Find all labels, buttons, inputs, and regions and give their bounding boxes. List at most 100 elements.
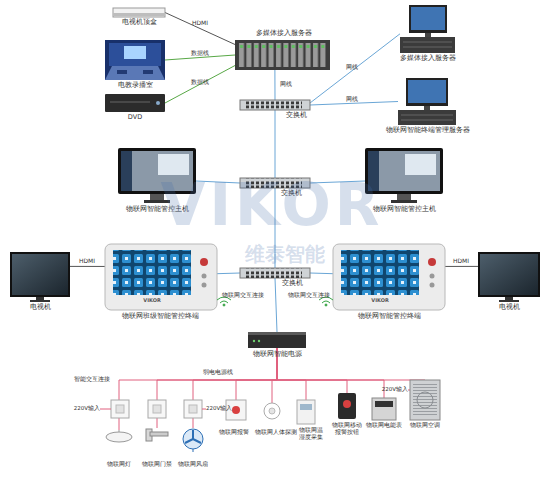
device-caption: 交换机 — [286, 112, 307, 119]
wifi-symbol — [319, 297, 333, 306]
wifi-symbol-part — [220, 301, 228, 303]
power-input-label: 220V输入 — [206, 406, 232, 412]
device-caption: 多媒体接入服务器 — [400, 55, 456, 62]
control-monitor-part — [121, 151, 193, 191]
device-node: 电视机 — [478, 252, 540, 300]
device-caption: 物联网报警 — [219, 429, 249, 436]
set-top-box-part — [113, 8, 165, 17]
power-input-label: 220V输入 — [74, 406, 100, 412]
device-node: 多媒体接入服务器 — [400, 5, 455, 53]
smart-power-unit-part — [253, 340, 255, 342]
cable-line — [165, 13, 235, 45]
control-monitor-part — [121, 151, 132, 191]
door-lock — [146, 429, 168, 441]
cable-line — [217, 273, 240, 275]
device-node: 物联网移动报警按钮 — [337, 393, 357, 419]
alarm-button-part — [343, 400, 351, 408]
motion-sensor-part — [269, 408, 275, 414]
temperature-sensor-part — [297, 400, 315, 424]
classroom-terminal-part — [105, 244, 217, 310]
smart-power-unit — [248, 332, 306, 348]
cable-label: HDMI — [192, 20, 208, 26]
device-caption: 物联网智能管控终端 — [358, 313, 421, 320]
classroom-terminal-part — [430, 283, 435, 288]
device-node: 物联网温湿度采集 — [296, 400, 316, 424]
network-switch-part — [240, 268, 310, 278]
device-caption: 物联网人体探测 — [255, 429, 297, 436]
classroom-terminal-part — [341, 250, 419, 295]
cable-line — [445, 266, 478, 267]
wire-label: 智能交互连接 — [74, 376, 110, 382]
wireless-label: 物联网交互连接 — [222, 292, 264, 298]
device-node: 物联网灯 — [105, 430, 133, 444]
wifi-symbol-part — [319, 297, 333, 300]
watermark: VIKOR — [161, 176, 384, 234]
device-node: 物联网智能管控主机 — [365, 148, 443, 203]
classroom-terminal-part — [202, 283, 207, 288]
television-part — [36, 297, 44, 300]
cable-line — [275, 278, 277, 332]
classroom-terminal-part — [333, 244, 445, 310]
device-node: 交换机 — [240, 100, 310, 110]
fan-part — [193, 449, 194, 452]
smart-power-unit-part — [248, 332, 306, 348]
device-caption: 交换机 — [281, 190, 302, 197]
fan-part — [183, 429, 203, 449]
television-part — [505, 297, 513, 300]
server-computer — [398, 78, 456, 125]
control-monitor-part — [368, 151, 440, 191]
control-monitor-part — [144, 200, 170, 203]
cable-line — [165, 55, 235, 60]
cable-label: HDMI — [79, 258, 95, 264]
television-part — [499, 300, 519, 302]
ceiling-light — [106, 430, 132, 442]
fan-part — [185, 430, 201, 443]
recording-room-photo-part — [124, 46, 146, 59]
device-caption: 物联网风扇 — [178, 461, 208, 468]
server-computer — [400, 5, 455, 53]
power-input-wire — [100, 390, 412, 409]
energy-meter — [372, 398, 396, 420]
network-switch-part — [240, 178, 310, 188]
server-computer-part — [403, 42, 452, 43]
rack-server-part — [235, 40, 330, 70]
network-switch-part — [246, 100, 302, 110]
motion-sensor-part — [264, 403, 280, 419]
power-input-wire-part — [100, 409, 111, 410]
ceiling-light-part — [106, 432, 132, 442]
control-monitor — [118, 148, 196, 203]
wall-switch-plate-part — [148, 400, 166, 418]
device-node: 电教录播室 — [105, 40, 165, 80]
classroom-terminal-part — [113, 250, 191, 295]
device-caption: 物联网智能管控主机 — [126, 206, 189, 213]
alarm-plate — [226, 400, 246, 420]
device-node: 物联网风扇 — [180, 428, 206, 452]
control-monitor-part — [368, 151, 379, 191]
classroom-terminal — [105, 244, 217, 310]
device-node: 电视机顶盒 — [113, 8, 165, 17]
cable-line — [165, 66, 235, 104]
cable-line — [310, 181, 365, 183]
air-conditioner-part — [413, 383, 437, 417]
television — [478, 252, 540, 302]
set-top-box-part — [113, 13, 165, 16]
control-monitor-part — [158, 154, 189, 175]
fan — [183, 429, 203, 452]
network-switch — [240, 178, 310, 188]
server-computer-part — [403, 47, 452, 48]
alarm-button — [338, 393, 356, 419]
classroom-terminal-part — [113, 250, 191, 295]
device-caption: 物联网智能终端管理服务器 — [386, 127, 470, 134]
set-top-box — [113, 8, 165, 17]
television-part — [480, 254, 538, 295]
network-switch-part — [240, 100, 310, 110]
wall-switch-plate-part — [189, 405, 197, 413]
wifi-symbol — [217, 297, 231, 306]
recording-room-photo-part — [117, 70, 127, 74]
device-node: 物联网智能终端管理服务器 — [398, 78, 456, 125]
device-caption: 物联网移动报警按钮 — [332, 422, 363, 436]
server-computer-part — [408, 80, 446, 103]
